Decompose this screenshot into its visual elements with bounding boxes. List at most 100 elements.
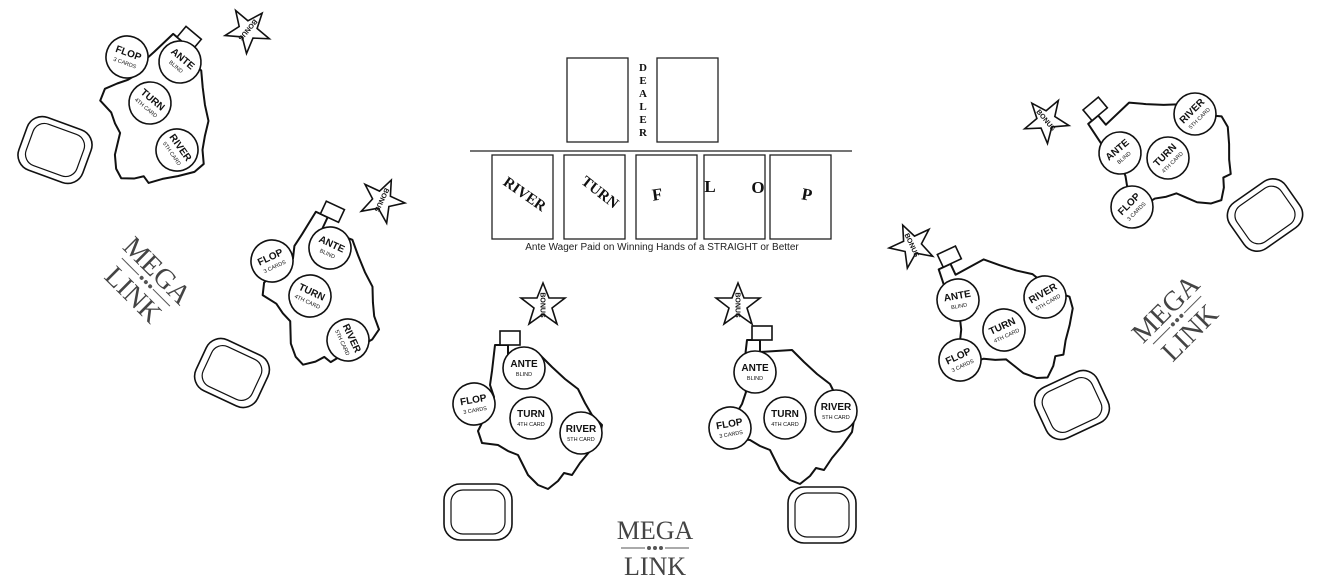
- seat-5-bonus-star[interactable]: BONUS: [881, 214, 941, 273]
- seat-4-card-area[interactable]: [787, 486, 857, 544]
- logo-rule: [1183, 295, 1202, 314]
- seat-3-bets[interactable]: ANTE BLIND FLOP 3 CARDS TURN 4TH CARD RI…: [450, 346, 603, 455]
- dealer-letter: L: [639, 101, 646, 113]
- logo-line-2: LINK: [624, 552, 686, 581]
- bet-sublabel: BLIND: [516, 372, 532, 378]
- community-card-flop-1: [635, 154, 698, 240]
- bet-sublabel: 4TH CARD: [517, 422, 545, 428]
- logo-dot: [139, 275, 144, 280]
- community-card-flop-f: F: [651, 184, 664, 204]
- bet-sublabel: 4TH CARD: [771, 422, 799, 428]
- seat-5-bets[interactable]: ANTE BLIND FLOP 3 CARDS TURN 4TH CARD RI…: [932, 268, 1074, 388]
- seat-2-card-area[interactable]: [188, 332, 276, 414]
- seat-4-bonus-star[interactable]: BONUS: [715, 282, 761, 325]
- dealer-letter: D: [639, 62, 647, 74]
- logo-rule: [152, 288, 171, 307]
- dealer-letter: A: [639, 88, 647, 100]
- seat-3-bonus-star[interactable]: BONUS: [520, 282, 566, 325]
- seat-4-turn-bet[interactable]: TURN 4TH CARD: [763, 396, 807, 440]
- seat-5-river-bet[interactable]: RIVER 5TH CARD: [1016, 268, 1073, 325]
- seat-2-ante-bet[interactable]: ANTE BLIND: [302, 220, 358, 276]
- card-area-shape: [1220, 171, 1310, 259]
- seat-1-river-bet[interactable]: RIVER 5TH CARD: [148, 121, 206, 179]
- logo-dot: [1179, 313, 1184, 318]
- seat-2-bets[interactable]: FLOP 3 CARDS ANTE BLIND TURN 4TH CARD RI…: [244, 220, 376, 368]
- bet-label: ANTE: [741, 363, 769, 374]
- seat-1-bonus-star[interactable]: BONUS: [218, 0, 280, 60]
- dealer-letter: E: [639, 114, 646, 126]
- bet-sublabel: 3 CARDS: [719, 430, 744, 440]
- dealer-label: D E A L E R: [639, 62, 648, 139]
- seat-6-bets[interactable]: ANTE BLIND FLOP 3 CARDS TURN 4TH CARD RI…: [1090, 84, 1224, 236]
- bet-sublabel: BLIND: [747, 376, 763, 382]
- community-card-flop-2: [703, 154, 766, 240]
- seat-5-ante-bet[interactable]: ANTE BLIND: [934, 276, 983, 325]
- logo-dot: [1175, 318, 1180, 323]
- seat-2-turn-bet[interactable]: TURN 4TH CARD: [282, 268, 338, 324]
- seat-6-flop-bet[interactable]: FLOP 3 CARDS: [1102, 177, 1161, 236]
- seat-5-turn-bet[interactable]: TURN 4TH CARD: [976, 302, 1032, 358]
- seat-3-card-area[interactable]: [443, 483, 513, 541]
- seat-1-card-area[interactable]: [12, 111, 98, 189]
- dealer-area: D E A L E R RIVER TURN F L O P Ante Wage…: [470, 57, 852, 253]
- bet-label: ANTE: [510, 359, 538, 370]
- seat-1-bets[interactable]: FLOP 3 CARDS ANTE BLIND TURN 4TH CARD RI…: [100, 30, 210, 179]
- logo-rule: [121, 257, 140, 276]
- logo-dot: [659, 546, 663, 550]
- seat-4-flop-bet[interactable]: FLOP 3 CARDS: [706, 404, 755, 453]
- seat-6-ante-bet[interactable]: ANTE BLIND: [1090, 123, 1149, 182]
- logo-dot: [143, 280, 148, 285]
- seat-3-flop-bet[interactable]: FLOP 3 CARDS: [450, 380, 499, 429]
- bet-label: RIVER: [566, 424, 597, 435]
- community-card-flop-l: L: [704, 177, 715, 196]
- bet-sublabel: 5TH CARD: [567, 437, 595, 443]
- bet-label: FLOP: [715, 417, 743, 433]
- bet-label: TURN: [517, 409, 545, 420]
- logo-dot: [1170, 322, 1175, 327]
- card-area-shape: [188, 332, 276, 414]
- mega-link-logo-left: MEGA LINK: [98, 231, 197, 330]
- mega-link-logo-right: MEGA LINK: [1126, 269, 1225, 368]
- card-area-shape: [443, 483, 513, 541]
- bet-label: ANTE: [943, 289, 972, 305]
- card-area-shape: [787, 486, 857, 544]
- seat-4-bets[interactable]: ANTE BLIND FLOP 3 CARDS TURN 4TH CARD RI…: [706, 350, 858, 453]
- community-card-flop-o: O: [751, 178, 764, 197]
- seat-5-flop-bet[interactable]: FLOP 3 CARDS: [932, 332, 988, 388]
- seat-3-turn-bet[interactable]: TURN 4TH CARD: [509, 396, 553, 440]
- bet-label: TURN: [771, 409, 799, 420]
- bet-sublabel: 5TH CARD: [822, 415, 850, 421]
- seat-6-river-bet[interactable]: RIVER 5TH CARD: [1165, 84, 1224, 143]
- dealer-letter: R: [639, 127, 648, 139]
- bet-label: FLOP: [459, 393, 487, 409]
- seat-2-bonus-star[interactable]: BONUS: [353, 169, 413, 228]
- seat-4-ante-bet[interactable]: ANTE BLIND: [733, 350, 777, 394]
- card-area-shape: [12, 111, 98, 189]
- dealer-card-slot-1: [566, 57, 629, 143]
- seat-3-ante-bet[interactable]: ANTE BLIND: [502, 346, 546, 390]
- community-card-river: [491, 154, 554, 240]
- bonus-label: BONUS: [539, 292, 546, 318]
- seat-6-bonus-star[interactable]: BONUS: [1014, 88, 1076, 150]
- logo-dot: [148, 284, 153, 289]
- logo-dot: [647, 546, 651, 550]
- seat-2-flop-bet[interactable]: FLOP 3 CARDS: [244, 233, 300, 289]
- bet-label: RIVER: [821, 402, 852, 413]
- community-card-flop-p: P: [800, 184, 814, 205]
- logo-line-1: MEGA: [617, 516, 694, 545]
- seat-1-flop-bet[interactable]: FLOP 3 CARDS: [100, 30, 154, 84]
- seat-2-river-bet[interactable]: RIVER 5TH CARD: [320, 312, 376, 368]
- seat-6-card-area[interactable]: [1220, 171, 1310, 259]
- seat-4-river-bet[interactable]: RIVER 5TH CARD: [814, 389, 858, 433]
- bonus-label: BONUS: [734, 292, 741, 318]
- logo-dot: [653, 546, 657, 550]
- community-card-turn: [563, 154, 626, 240]
- dealer-letter: E: [639, 75, 646, 87]
- community-card-flop-3: [769, 154, 832, 240]
- bet-sublabel: BLIND: [951, 303, 968, 312]
- seat-3-river-bet[interactable]: RIVER 5TH CARD: [559, 411, 603, 455]
- seat-6-turn-bet[interactable]: TURN 4TH CARD: [1138, 128, 1197, 187]
- seat-1-ante-bet[interactable]: ANTE BLIND: [150, 32, 209, 91]
- seat-1-turn-bet[interactable]: TURN 4TH CARD: [120, 73, 179, 132]
